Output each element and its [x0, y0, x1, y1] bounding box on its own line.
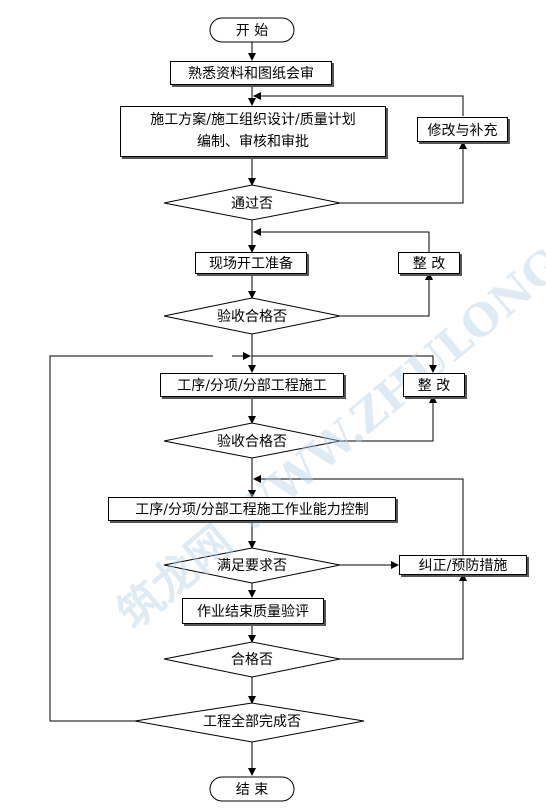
- step-plan: 施工方案/施工组织设计/质量计划 编制、审核和审批: [120, 106, 386, 157]
- diamond-qualified: [163, 641, 341, 678]
- step-construction: 工序/分项/分部工程施工: [160, 373, 344, 397]
- diamond-approved: [163, 184, 341, 221]
- decision-approved-label: 通过否: [231, 196, 273, 212]
- arrow-accept1-to-rectify1: [340, 272, 433, 317]
- step-review-docs: 熟悉资料和图纸会审: [170, 61, 332, 85]
- step-quality-eval-label: 作业结束质量验评: [197, 604, 309, 620]
- step-revise-supplement: 修改与补充: [417, 117, 508, 142]
- arrow-corrective-back: [253, 475, 464, 555]
- step-rectify-1: 整 改: [398, 252, 460, 274]
- step-plan-line2: 编制、审核和审批: [197, 134, 309, 150]
- step-quality-eval: 作业结束质量验评: [182, 598, 324, 624]
- step-site-prep-label: 现场开工准备: [209, 256, 293, 272]
- decision-all-complete-label: 工程全部完成否: [203, 714, 301, 730]
- step-rectify-1-label: 整 改: [412, 256, 446, 272]
- step-rectify-2-label: 整 改: [417, 378, 451, 394]
- diamond-accept-1: [163, 297, 341, 335]
- terminal-end: [209, 776, 295, 802]
- step-corrective: 纠正/预防措施: [399, 555, 527, 575]
- decision-meets-requirements-label: 满足要求否: [217, 558, 287, 574]
- step-plan-line1: 施工方案/施工组织设计/质量计划: [150, 112, 356, 128]
- line-allcomplete-loop: [49, 355, 213, 722]
- decision-accept-1-label: 验收合格否: [217, 309, 287, 325]
- decision-qualified-label: 合格否: [231, 652, 273, 668]
- step-construction-label: 工序/分项/分部工程施工: [177, 378, 327, 394]
- step-revise-supplement-label: 修改与补充: [427, 122, 498, 139]
- start-label: 开 始: [235, 23, 269, 39]
- arrow-approved-to-revise: [340, 141, 467, 204]
- diamond-accept-2: [163, 422, 341, 459]
- step-capability-control-label: 工序/分项/分部工程施工作业能力控制: [135, 502, 369, 518]
- arrow-qualified-to-corrective: [340, 573, 467, 660]
- step-review-docs-label: 熟悉资料和图纸会审: [188, 66, 314, 82]
- diamond-meets-requirements: [163, 547, 341, 584]
- arrow-revise-to-plan: [253, 92, 464, 116]
- end-label: 结 束: [235, 782, 269, 798]
- terminal-start: [209, 17, 295, 43]
- decision-accept-2-label: 验收合格否: [217, 434, 287, 450]
- diamond-all-complete: [134, 702, 365, 743]
- step-capability-control: 工序/分项/分部工程施工作业能力控制: [108, 497, 396, 521]
- step-corrective-label: 纠正/预防措施: [418, 558, 508, 574]
- arrow-to-rectify2-top: [252, 355, 437, 373]
- step-site-prep: 现场开工准备: [195, 252, 307, 274]
- arrow-accept2-to-rectify2: [340, 395, 437, 442]
- step-rectify-2: 整 改: [403, 373, 465, 397]
- arrow-rectify1-back: [253, 228, 430, 252]
